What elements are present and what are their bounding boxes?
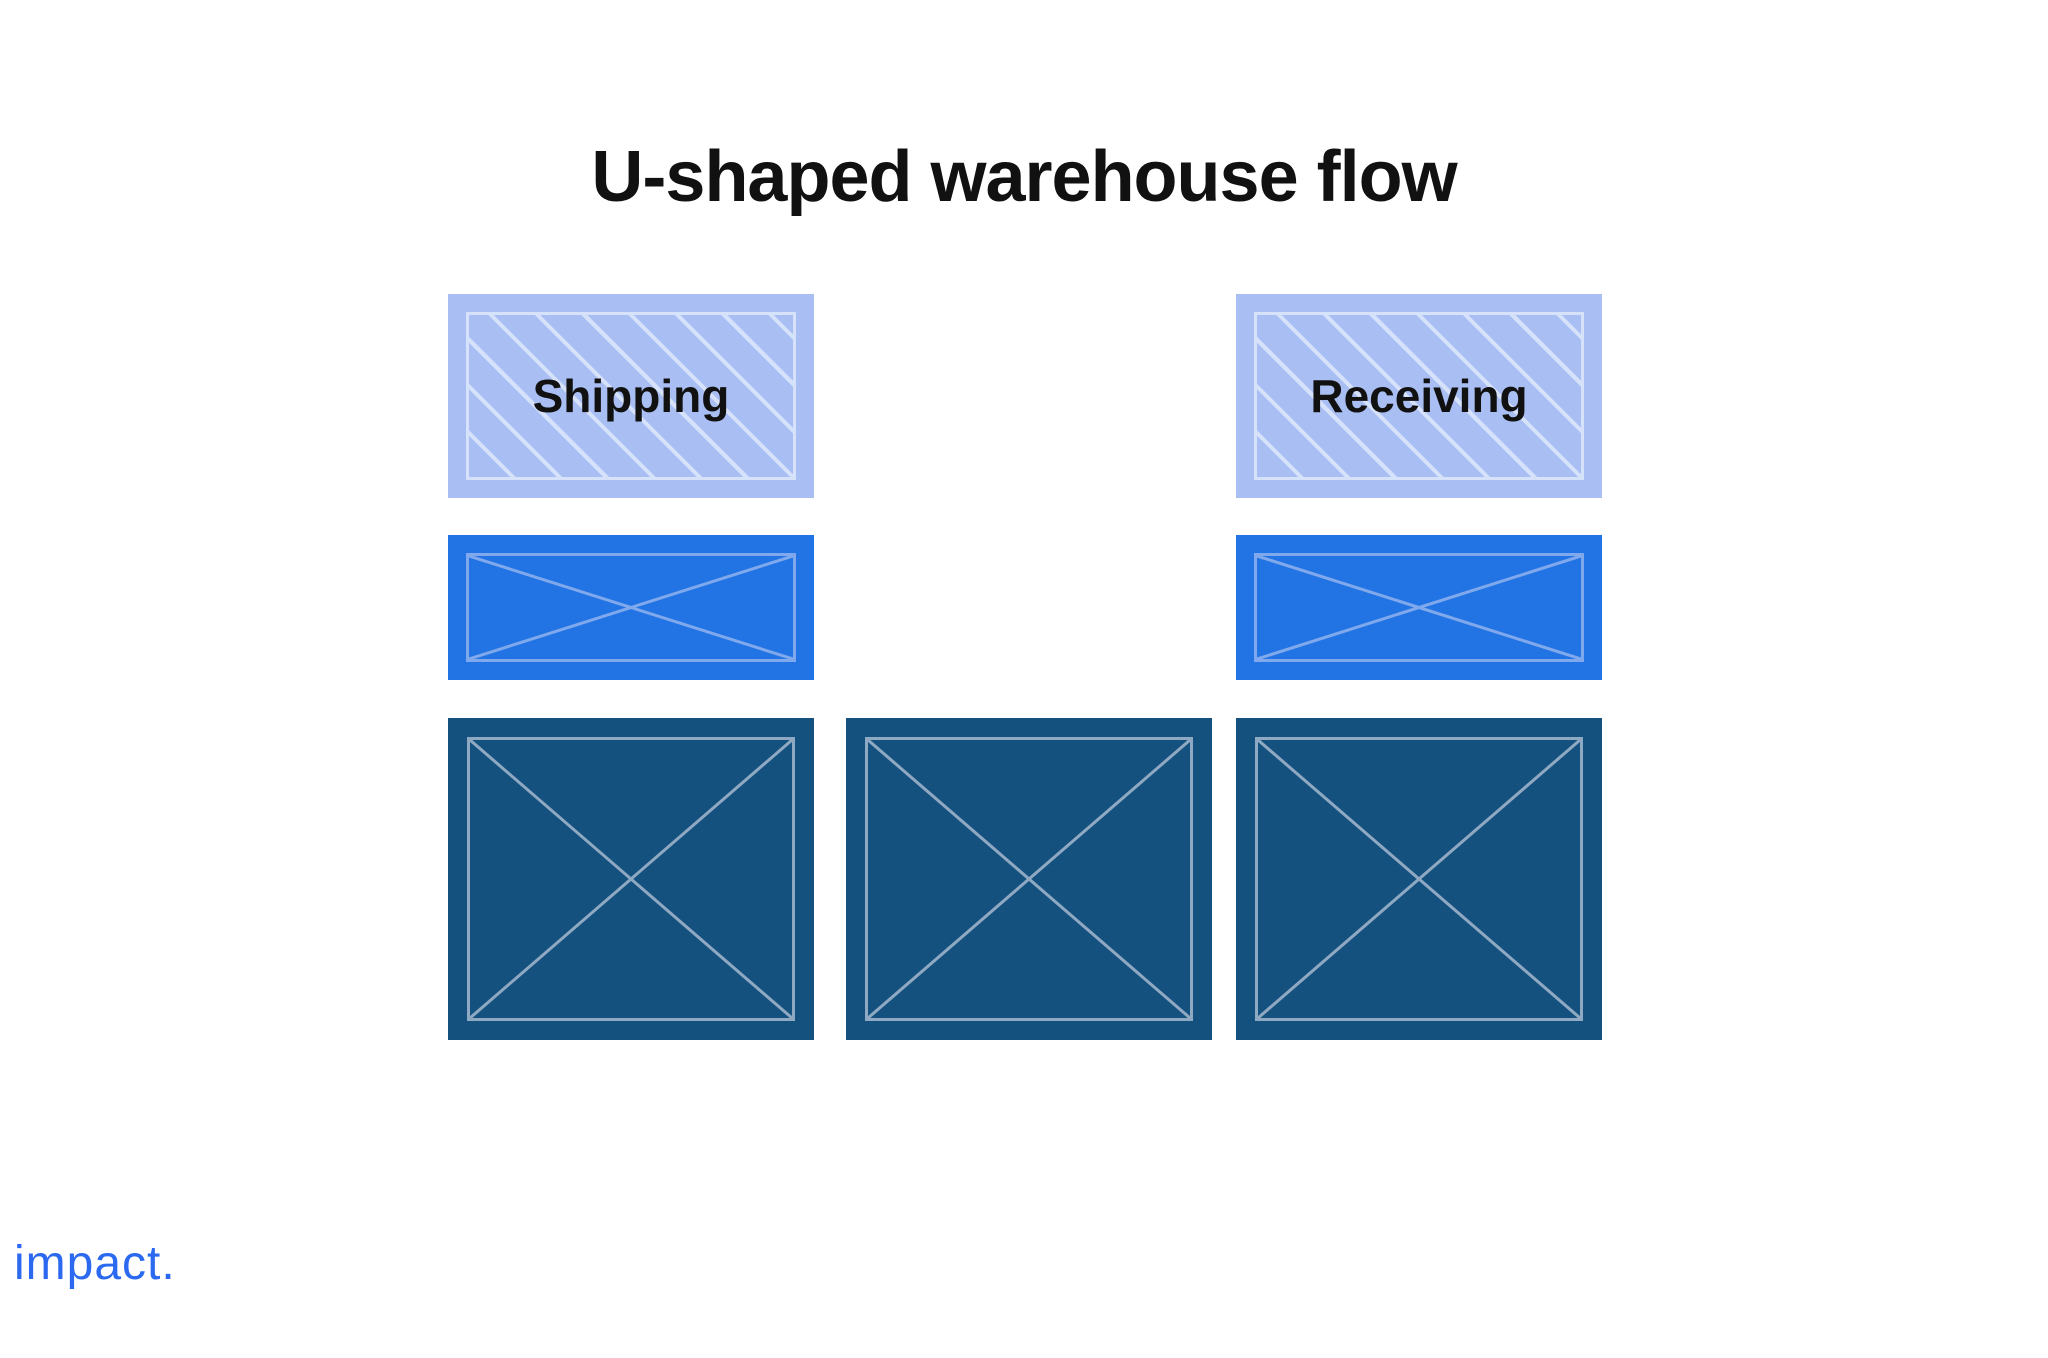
hatched-area bbox=[466, 312, 796, 480]
crossed-rectangle bbox=[865, 737, 1193, 1021]
x-mark-icon bbox=[469, 556, 793, 659]
receiving-staging-zone bbox=[1236, 535, 1602, 680]
impact-logo: impact. bbox=[14, 1237, 176, 1290]
crossed-rectangle bbox=[466, 553, 796, 662]
shipping-label: Shipping bbox=[532, 370, 730, 422]
x-mark-icon bbox=[868, 740, 1190, 1018]
receiving-dock-zone: Receiving bbox=[1236, 294, 1602, 498]
hatched-area bbox=[1254, 312, 1584, 480]
receiving-label: Receiving bbox=[1310, 370, 1528, 422]
x-mark-icon bbox=[1258, 740, 1580, 1018]
crossed-rectangle bbox=[1255, 737, 1583, 1021]
crossed-rectangle bbox=[1254, 553, 1584, 662]
crossed-rectangle bbox=[467, 737, 795, 1021]
x-mark-icon bbox=[470, 740, 792, 1018]
x-mark-icon bbox=[1257, 556, 1581, 659]
shipping-staging-zone bbox=[448, 535, 814, 680]
shipping-dock-zone: Shipping bbox=[448, 294, 814, 498]
diagram-title: U-shaped warehouse flow bbox=[591, 137, 1457, 217]
storage-zone-right bbox=[1236, 718, 1602, 1040]
storage-zone-left bbox=[448, 718, 814, 1040]
storage-zone-middle bbox=[846, 718, 1212, 1040]
